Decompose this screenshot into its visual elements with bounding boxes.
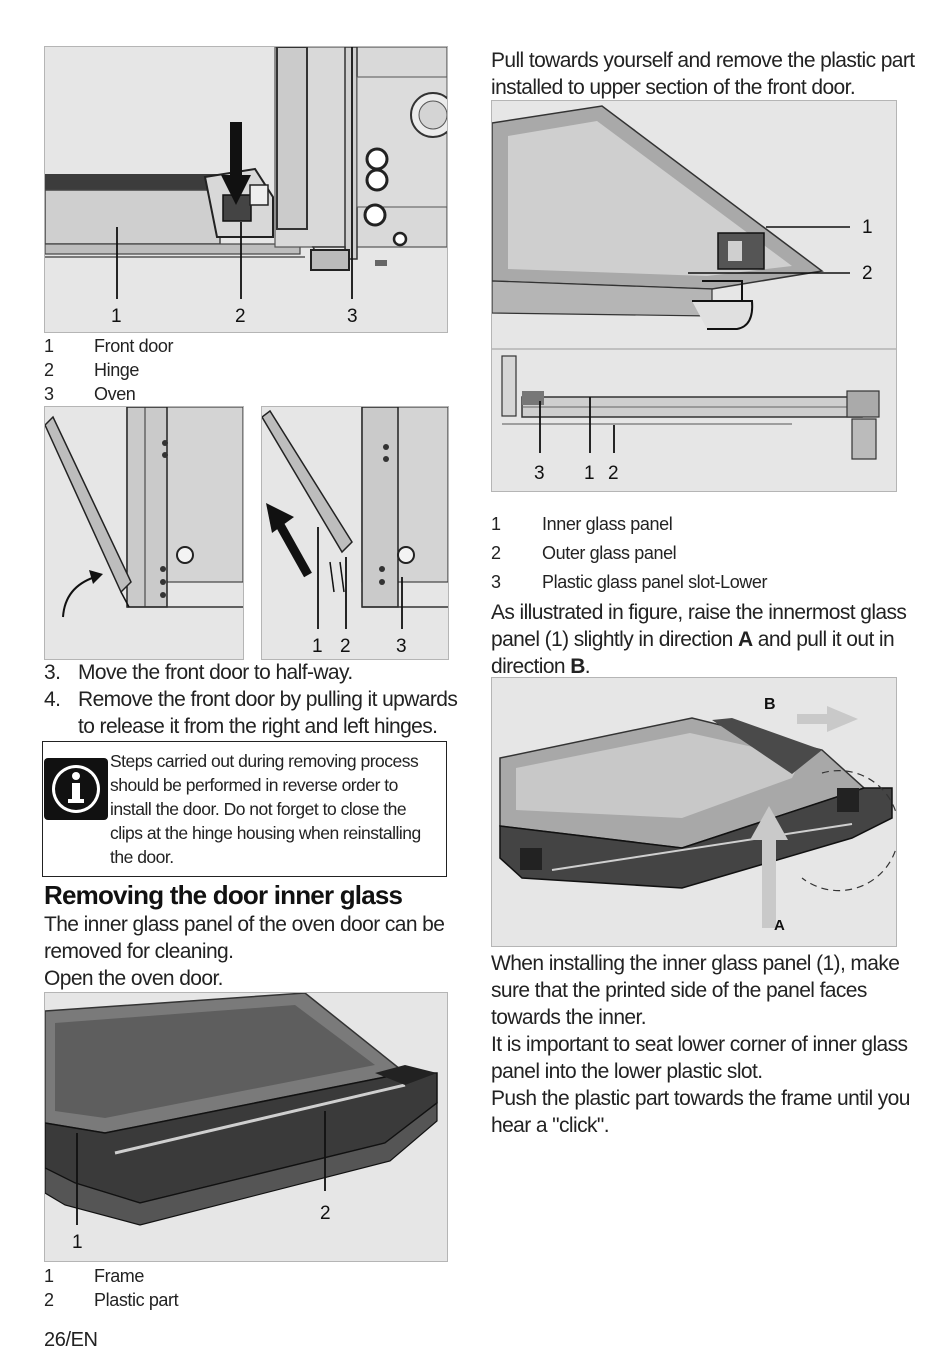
caption-number: 2 xyxy=(44,1290,54,1310)
door-removal-figure: 1 2 3 xyxy=(261,406,449,660)
caption-number: 1 xyxy=(491,514,501,534)
plastic-label-bottom-2: 2 xyxy=(608,463,619,484)
step-3: 3. Move the front door to half-way. xyxy=(44,660,454,687)
closing-line-3: towards the inner. xyxy=(491,1006,647,1029)
note-line-5: the door. xyxy=(110,847,174,867)
hinge-label-3: 3 xyxy=(347,306,358,327)
step-number: 3. xyxy=(44,661,61,684)
caption-text: Hinge xyxy=(94,360,140,380)
caption-number: 1 xyxy=(44,336,54,356)
plastic-part-illustration: 1 2 3 1 2 xyxy=(492,101,896,491)
note-line-4: clips at the hinge housing when reinstal… xyxy=(110,823,421,843)
step-4: 4. Remove the front door by pulling it u… xyxy=(44,687,458,741)
section-heading: Removing the door inner glass xyxy=(44,880,403,910)
info-icon xyxy=(44,758,108,820)
caption-number: 3 xyxy=(44,384,54,404)
arrow-b-letter: B xyxy=(764,696,776,713)
caption-plastic-part: 2 Plastic part xyxy=(44,1288,344,1312)
instruction-line-3: direction B. xyxy=(491,654,591,681)
closing-line-6: Push the plastic part towards the frame … xyxy=(491,1087,910,1110)
caption-number: 1 xyxy=(44,1266,54,1286)
section-line-1: The inner glass panel of the oven door c… xyxy=(44,913,445,936)
door-halfway-figure xyxy=(44,406,244,660)
plastic-part-figure: 1 2 3 1 2 xyxy=(491,100,897,492)
note-box: Steps carried out during removing proces… xyxy=(42,741,447,877)
plastic-label-top-2: 2 xyxy=(862,263,873,284)
caption-frame: 1 Frame xyxy=(44,1264,344,1288)
caption-text: Inner glass panel xyxy=(542,514,673,534)
note-line-1: Steps carried out during removing proces… xyxy=(110,751,419,771)
step-text-continued: to release it from the right and left hi… xyxy=(78,715,438,738)
caption-text: Outer glass panel xyxy=(542,543,677,563)
closing-line-7: hear a "click". xyxy=(491,1114,610,1137)
intro-line-2: installed to upper section of the front … xyxy=(491,76,856,99)
plastic-label-top-1: 1 xyxy=(862,217,873,238)
caption-inner-glass-panel: 1 Inner glass panel xyxy=(491,512,891,536)
door-removal-illustration: 1 2 3 xyxy=(262,407,448,659)
caption-outer-glass-panel: 2 Outer glass panel xyxy=(491,541,891,565)
glass-removal-figure: B A xyxy=(491,677,897,947)
hinge-label-2: 2 xyxy=(235,306,246,327)
step-text: Move the front door to half-way. xyxy=(78,661,353,684)
hinge-figure: 1 2 3 xyxy=(44,46,448,333)
note-line-3: install the door. Do not forget to close… xyxy=(110,799,407,819)
frame-illustration: 1 2 xyxy=(45,993,447,1261)
caption-plastic-slot: 3 Plastic glass panel slot-Lower xyxy=(491,570,891,594)
instruction-text: and pull it out in xyxy=(752,628,895,651)
glass-removal-illustration: B A xyxy=(492,678,896,946)
instruction-text: panel (1) slightly in direction xyxy=(491,628,738,651)
instruction-line-2: panel (1) slightly in direction A and pu… xyxy=(491,627,895,654)
door-halfway-illustration xyxy=(45,407,243,659)
removal-label-3: 3 xyxy=(396,636,407,657)
hinge-label-1: 1 xyxy=(111,306,122,327)
caption-text: Oven xyxy=(94,384,136,404)
caption-text: Plastic part xyxy=(94,1290,179,1310)
step-number: 4. xyxy=(44,688,61,711)
page-number: 26/EN xyxy=(44,1329,98,1351)
closing-line-1: When installing the inner glass panel (1… xyxy=(491,952,900,975)
closing-line-5: panel into the lower plastic slot. xyxy=(491,1060,763,1083)
step-text: Remove the front door by pulling it upwa… xyxy=(78,688,458,711)
caption-number: 2 xyxy=(44,360,54,380)
plastic-label-bottom-1: 1 xyxy=(584,463,595,484)
removal-label-1: 1 xyxy=(312,636,323,657)
instruction-text: direction xyxy=(491,655,571,678)
direction-b-label: B xyxy=(570,655,585,678)
note-line-2: should be performed in reverse order to xyxy=(110,775,398,795)
closing-line-2: sure that the printed side of the panel … xyxy=(491,979,867,1002)
caption-front-door: 1 Front door xyxy=(44,334,344,358)
hinge-illustration: 1 2 3 xyxy=(45,47,447,332)
caption-hinge: 2 Hinge xyxy=(44,358,344,382)
frame-figure: 1 2 xyxy=(44,992,448,1262)
closing-line-4: It is important to seat lower corner of … xyxy=(491,1033,908,1056)
caption-text: Plastic glass panel slot-Lower xyxy=(542,572,768,592)
intro-line-1: Pull towards yourself and remove the pla… xyxy=(491,49,915,72)
section-line-3: Open the oven door. xyxy=(44,967,224,990)
caption-text: Front door xyxy=(94,336,174,356)
frame-label-2: 2 xyxy=(320,1203,331,1224)
caption-number: 3 xyxy=(491,572,501,592)
caption-oven: 3 Oven xyxy=(44,382,344,406)
instruction-text: . xyxy=(584,655,591,678)
section-line-2: removed for cleaning. xyxy=(44,940,234,963)
plastic-label-bottom-3: 3 xyxy=(534,463,545,484)
caption-number: 2 xyxy=(491,543,501,563)
arrow-a-letter: A xyxy=(774,917,785,934)
removal-label-2: 2 xyxy=(340,636,351,657)
frame-label-1: 1 xyxy=(72,1232,83,1253)
instruction-line-1: As illustrated in figure, raise the inne… xyxy=(491,601,907,624)
caption-text: Frame xyxy=(94,1266,145,1286)
direction-a-label: A xyxy=(737,628,753,651)
